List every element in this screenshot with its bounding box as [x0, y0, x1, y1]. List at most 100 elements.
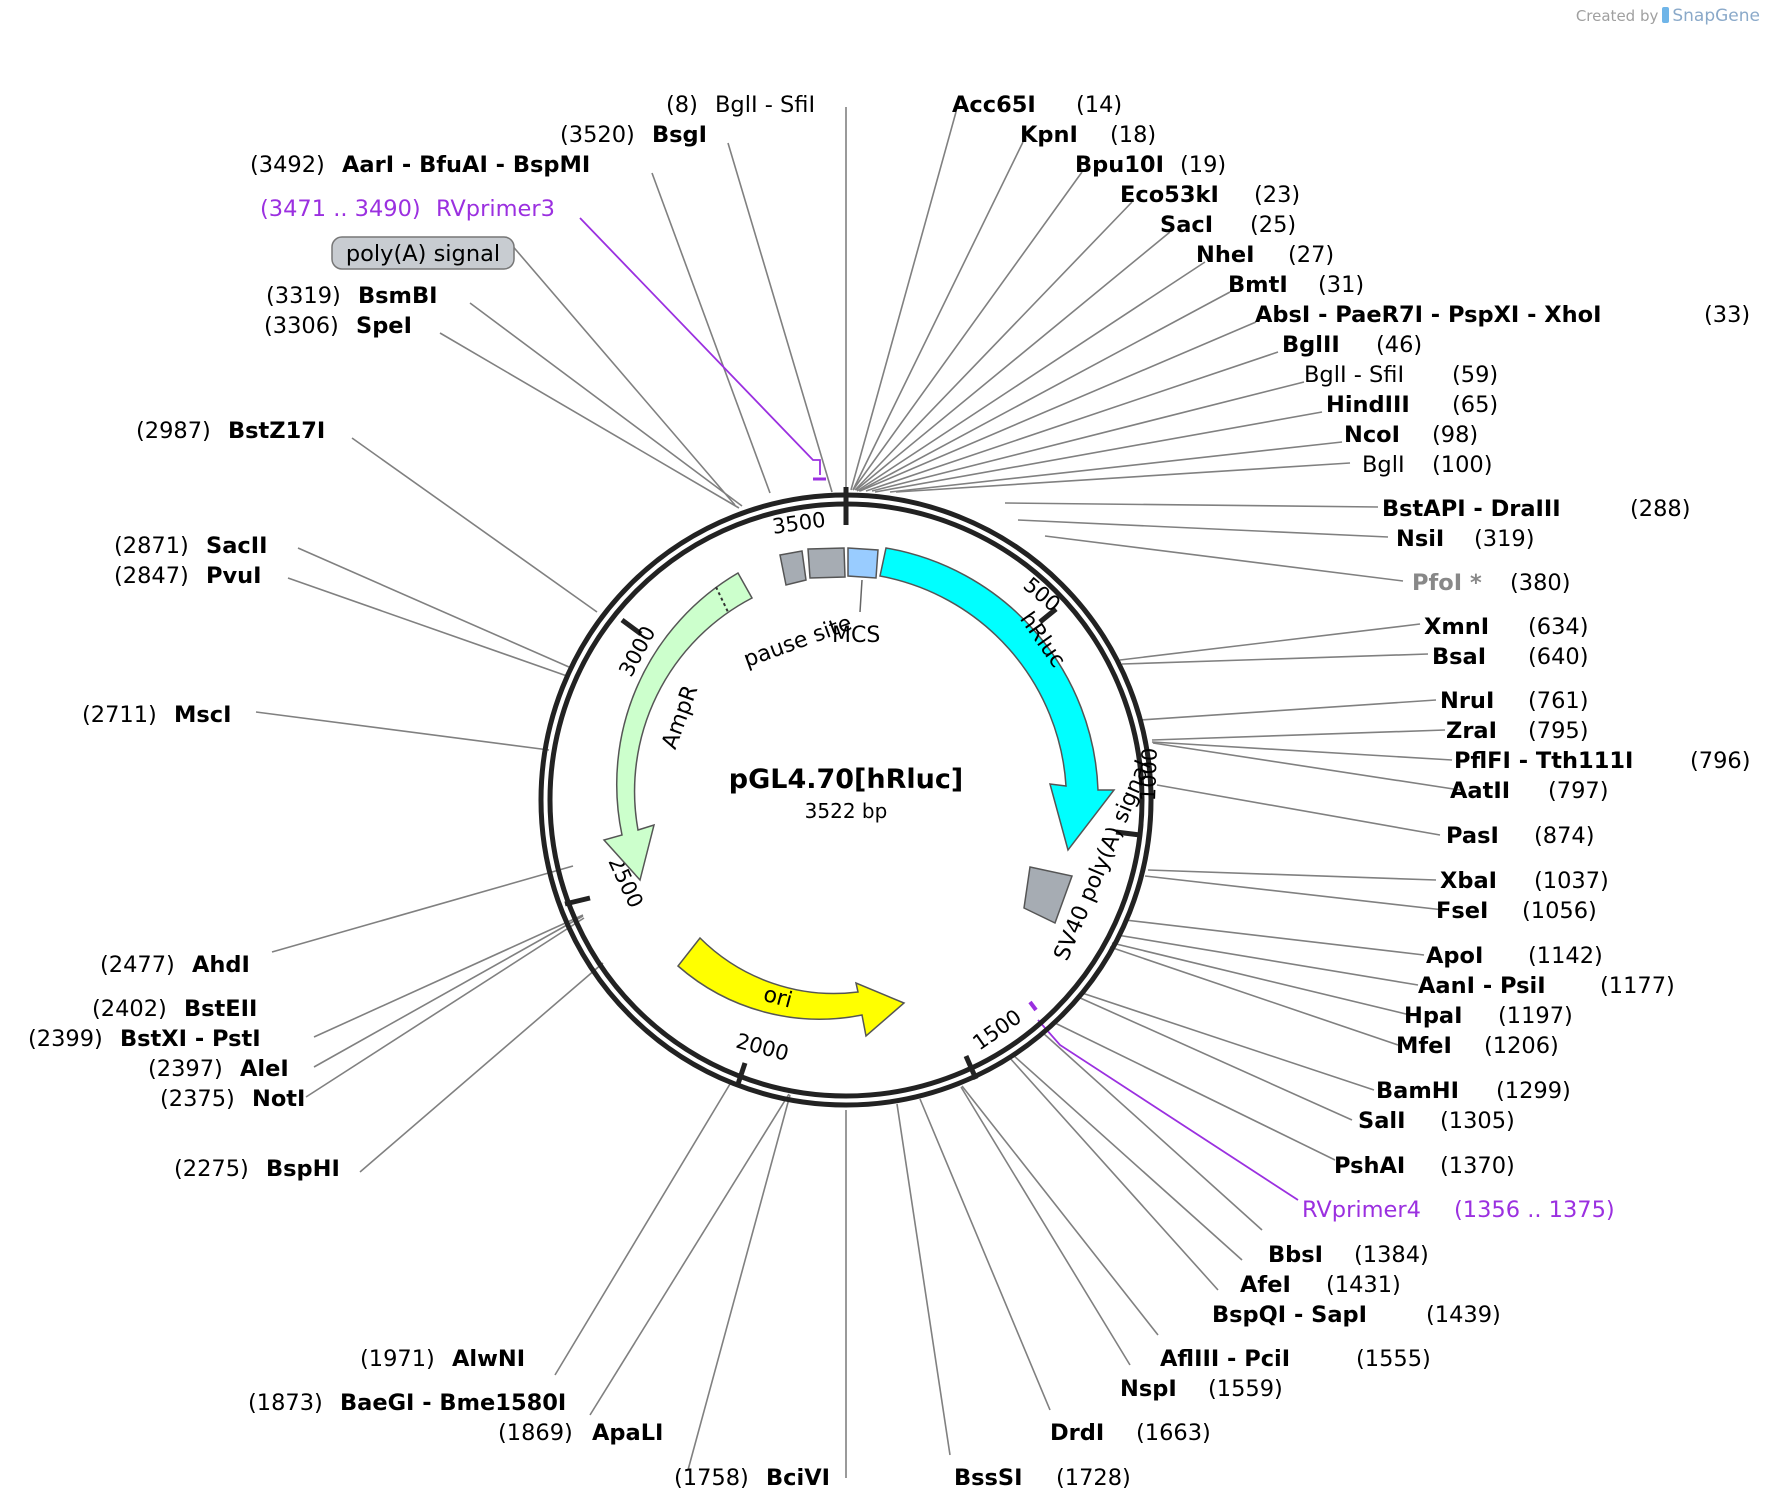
feature-label-ampr: AmpR: [657, 682, 703, 752]
tick-label-2000: 2000: [733, 1029, 791, 1066]
credit-brand: SnapGene: [1672, 6, 1760, 26]
leader-line: [509, 242, 736, 506]
leader-line: [1081, 992, 1375, 1091]
site-label-1869: (1869)ApaLI: [498, 1420, 663, 1446]
leader-line: [858, 291, 1231, 492]
site-label-rvprimer4: RVprimer4(1356 .. 1375): [1302, 1197, 1615, 1223]
leader-line: [1116, 934, 1419, 986]
sv40-polya-block: [1023, 866, 1073, 925]
primer-mark: [1028, 1000, 1038, 1012]
leader-line: [1152, 742, 1461, 791]
site-label-1758b: (1758)BciVI: [674, 1465, 830, 1491]
site-label-3492: (3492)AarI - BfuAI - BspMI: [250, 152, 590, 178]
tick-mark: [734, 1062, 748, 1088]
site-label-2399: (2399)BstXI - PstI: [28, 1026, 261, 1052]
leader-line: [589, 1093, 790, 1416]
pause-site-block-2: [779, 550, 807, 586]
leader-line: [439, 332, 740, 509]
tick-mark: [564, 895, 591, 907]
leader-line: [351, 437, 598, 613]
site-label-98: NcoI(98): [1344, 422, 1478, 448]
leader-line: [1156, 784, 1441, 836]
site-label-2987: (2987)BstZ17I: [136, 418, 325, 444]
site-label-19: Bpu10I(19): [1075, 152, 1226, 178]
site-label-14: Acc65I(14): [952, 92, 1122, 118]
site-label-2871: (2871)SacII: [114, 533, 267, 559]
site-label-761: NruI(761): [1440, 688, 1589, 714]
leader-line: [1121, 653, 1429, 665]
leader-line: [865, 351, 1279, 492]
site-label-1971: (1971)AlwNI: [360, 1346, 525, 1372]
site-label-1431: AfeI(1431): [1240, 1272, 1401, 1298]
ampr-dotted-marker: [715, 586, 729, 613]
tick-mark: [620, 617, 643, 637]
site-label-2397: (2397)AleI: [148, 1056, 289, 1082]
pause-site-block: [807, 547, 846, 579]
site-label-23: Eco53kI(23): [1120, 182, 1300, 208]
leader-line: [1017, 519, 1389, 538]
leader-line: [297, 547, 570, 668]
site-label-1555: AflIII - PciI(1555): [1160, 1346, 1431, 1372]
site-label-1370: PshAI(1370): [1334, 1153, 1515, 1179]
leader-line: [850, 111, 957, 491]
site-label-319: NsiI(319): [1396, 526, 1535, 552]
tick-mark: [1038, 607, 1058, 624]
tick-mark: [963, 1055, 979, 1080]
site-label-1663: DrdI(1663): [1050, 1420, 1211, 1446]
site-label-288: BstAPI - DraIII(288): [1382, 496, 1691, 522]
leader-line: [255, 711, 550, 751]
leader-line: [1124, 919, 1425, 956]
leader-line: [874, 411, 1323, 493]
leader-line: [1004, 502, 1379, 508]
leader-line: [271, 865, 574, 953]
leader-line: [852, 171, 1083, 491]
mcs-pointer: [859, 579, 863, 613]
site-label-33: AbsI - PaeR7I - PspXI - XhoI(33): [1255, 302, 1750, 328]
site-label-1384: BbsI(1384): [1268, 1242, 1429, 1268]
site-label-1305: SalI(1305): [1358, 1108, 1515, 1134]
site-label-2847: (2847)PvuI: [114, 563, 262, 589]
leader-line: [1147, 869, 1437, 881]
site-label-65: HindIII(65): [1326, 392, 1498, 418]
leader-line: [313, 914, 584, 1038]
leader-line: [889, 441, 1343, 493]
leader-line: [287, 577, 568, 677]
polya-signal-label: poly(A) signal: [346, 241, 500, 267]
leader-line: [859, 321, 1257, 492]
leader-line: [854, 201, 1133, 491]
leader-line: [554, 1083, 731, 1376]
leader-line: [895, 462, 1351, 493]
site-label-25: SacI(25): [1160, 212, 1296, 238]
site-label-874: PasI(874): [1446, 823, 1595, 849]
leader-line: [1139, 699, 1437, 721]
site-labels-left: (1728) (1758)BciVI (1869)ApaLI (1873)Bae…: [28, 122, 830, 1491]
site-label-1728: BssSI(1728): [954, 1465, 1131, 1491]
site-labels-right: (8)BglI - SfiI Acc65I(14) KpnI(18) Bpu10…: [666, 92, 1751, 1491]
tick-label-1000: 1000: [1136, 747, 1162, 801]
site-label-2711: (2711)MscI: [82, 702, 232, 728]
site-label-46: BglII(46): [1282, 332, 1422, 358]
leader-line: [1109, 946, 1399, 1046]
leader-line: [961, 1085, 1159, 1336]
leader-line: [1151, 729, 1446, 741]
site-label-795: ZraI(795): [1446, 718, 1589, 744]
site-label-1177: AanI - PsiI(1177): [1418, 973, 1675, 999]
leader-line: [1151, 741, 1453, 761]
site-label-rvprimer3: (3471 .. 3490)RVprimer3: [260, 196, 555, 222]
site-label-2375: (2375)NotI: [160, 1086, 305, 1112]
leader-line: [1144, 875, 1445, 911]
leader-line: [856, 261, 1206, 492]
leader-line: [313, 915, 584, 1068]
site-label-27: NheI(27): [1196, 242, 1334, 268]
leader-line: [1012, 1054, 1243, 1261]
leader-line: [855, 231, 1171, 491]
leader-line: [1111, 942, 1411, 1016]
leader-line: [305, 917, 585, 1098]
leader-line: [1008, 1056, 1219, 1291]
tick-mark: [1115, 829, 1141, 838]
leader-line: [727, 142, 833, 493]
site-label-1439: BspQI - SapI(1439): [1212, 1302, 1501, 1328]
leader-line: [651, 172, 771, 494]
